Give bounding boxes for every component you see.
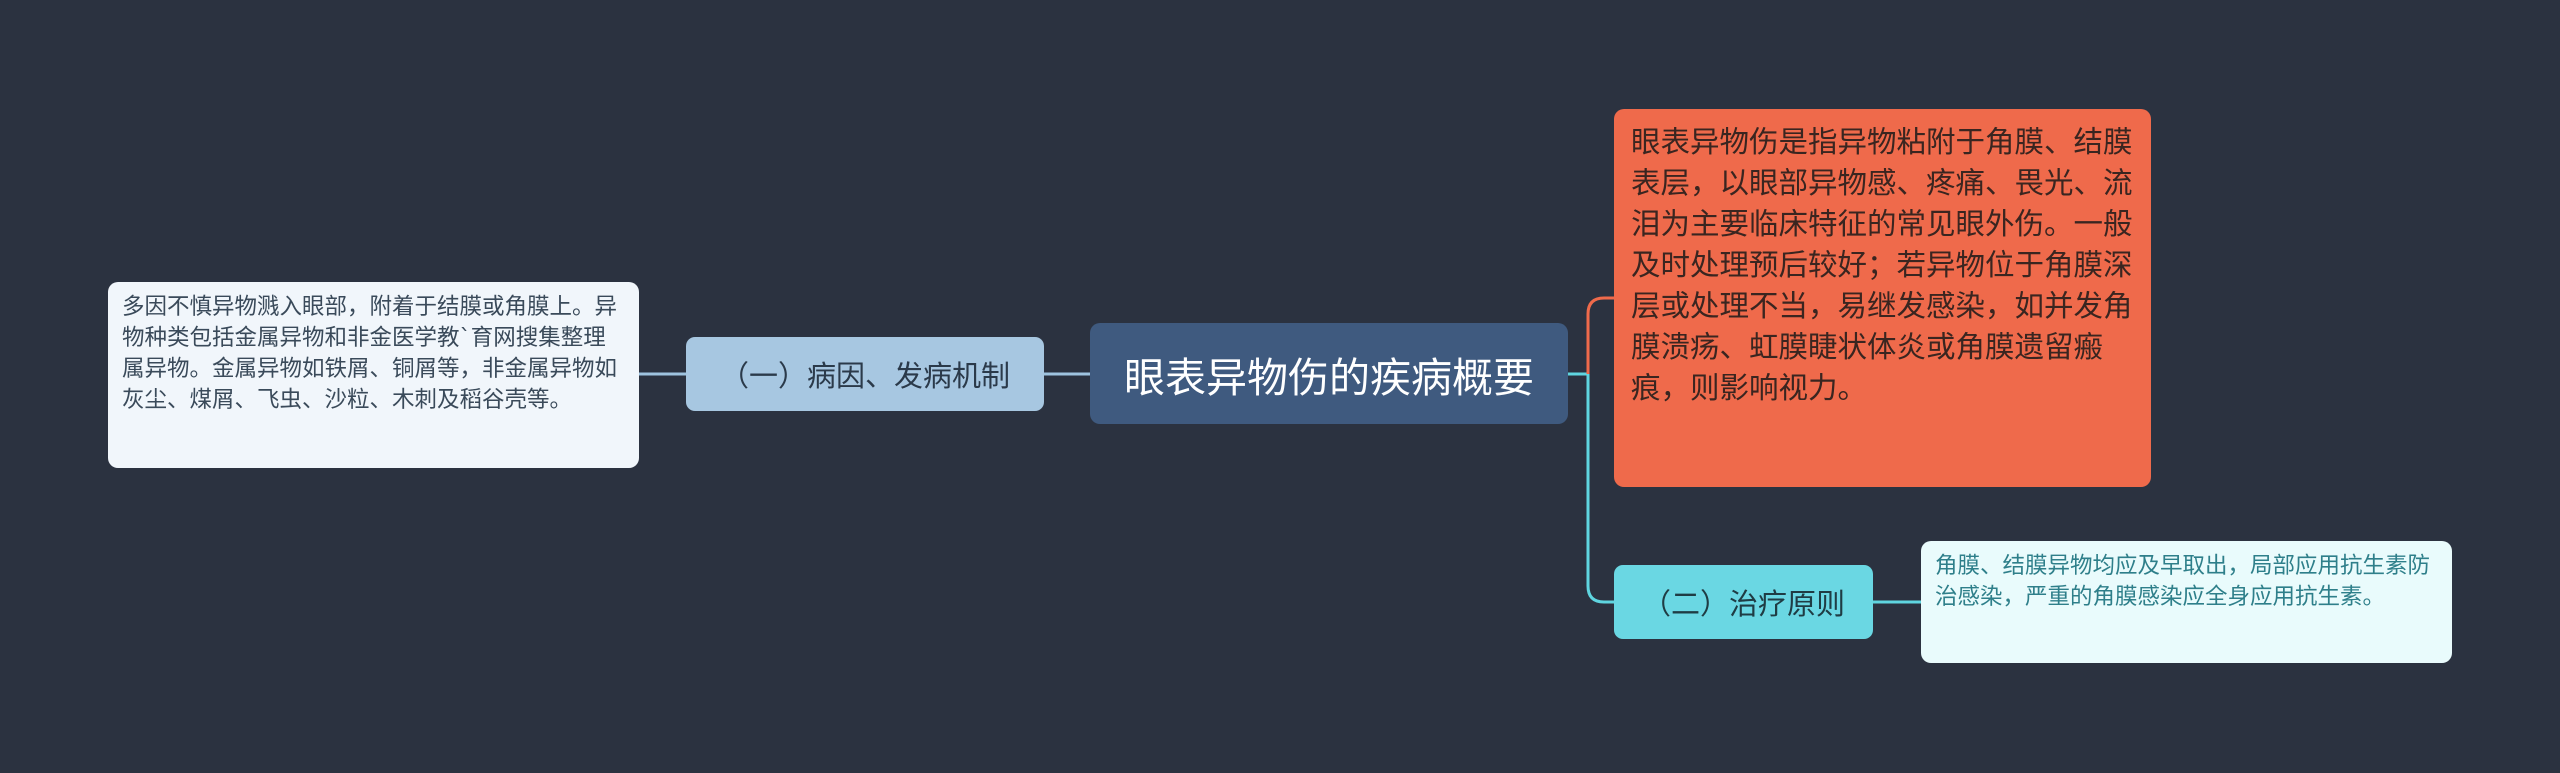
branch-cause-mechanism-label: （一）病因、发病机制	[719, 359, 1010, 393]
connector-right-detail	[1586, 296, 1614, 374]
branch-treatment-principle[interactable]: （二）治疗原则	[1614, 565, 1873, 639]
definition-detail: 眼表异物伤是指异物粘附于角膜、结膜表层，以眼部异物感、疼痛、畏光、流泪为主要临床…	[1614, 109, 2151, 487]
central-topic[interactable]: 眼表异物伤的疾病概要	[1090, 323, 1568, 424]
connector-right-branch	[1586, 374, 1614, 604]
central-topic-label: 眼表异物伤的疾病概要	[1124, 353, 1534, 402]
treatment-detail-leaf: 角膜、结膜异物均应及早取出，局部应用抗生素防治感染，严重的角膜感染应全身应用抗生…	[1921, 541, 2452, 663]
branch-treatment-principle-label: （二）治疗原则	[1641, 587, 1845, 621]
cause-detail-leaf: 多因不慎异物溅入眼部，附着于结膜或角膜上。异物种类包括金属异物和非金医学教`育网…	[108, 282, 639, 468]
branch-cause-mechanism[interactable]: （一）病因、发病机制	[686, 337, 1044, 411]
